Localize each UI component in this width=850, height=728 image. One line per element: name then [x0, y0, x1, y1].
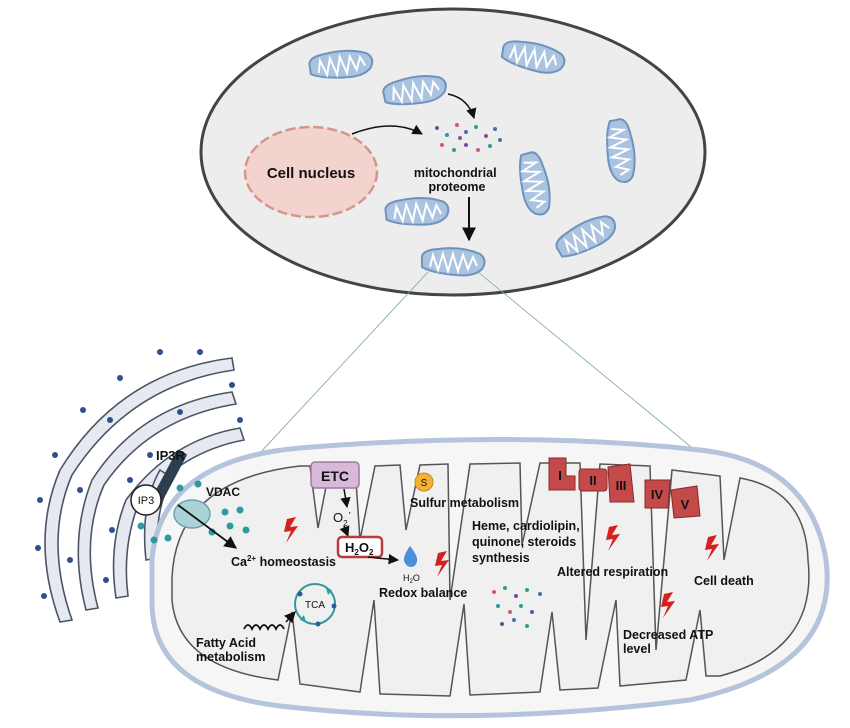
tca-cycle: TCA [294, 583, 337, 627]
ribosome-dots [35, 349, 243, 599]
ip3-receptor-region: IP3R IP3 VDAC Ca2+ homeostasis [130, 448, 336, 569]
arrow-icon [284, 611, 296, 624]
altered-respiration-label: Altered respiration [557, 565, 668, 579]
h2o2-label: H2O2 [345, 540, 374, 557]
complex-i: I [548, 457, 576, 491]
arrow-icon [367, 553, 400, 565]
arrow-icon [351, 124, 423, 135]
ip3-molecule [130, 484, 162, 516]
etc-label: ETC [321, 468, 349, 484]
inner-membrane-cristae [171, 462, 810, 697]
complex-iii: III [607, 463, 635, 503]
calcium-ions [137, 480, 250, 544]
fatty-acid-metabolism-label: Fatty Acid metabolism [196, 636, 265, 664]
cell-death-label: Cell death [694, 574, 754, 588]
h2o-label: H2O [403, 573, 420, 585]
mitochondrion-zoom [149, 436, 830, 719]
svg-text:III: III [616, 478, 627, 493]
sulfur-icon [414, 472, 434, 492]
decreased-atp-label: Decreased ATP level [623, 628, 717, 656]
vdac-label: VDAC [206, 485, 240, 499]
mitochondrion-icon [420, 247, 486, 277]
nucleus-label: Cell nucleus [267, 165, 355, 182]
superoxide-label: O2· [333, 505, 352, 528]
ip3-label: IP3 [138, 495, 155, 507]
sulfur-metabolism-label: Sulfur metabolism [410, 496, 519, 510]
tca-label: TCA [305, 600, 325, 611]
svg-text:II: II [589, 473, 596, 488]
etc-box [310, 461, 360, 489]
arrow-icon [447, 93, 477, 120]
complex-ii: II [578, 468, 608, 492]
arrow-icon [339, 525, 350, 537]
respiratory-complexes: I II III IV V [548, 457, 701, 519]
complex-v: V [670, 485, 701, 519]
svg-text:V: V [681, 497, 690, 512]
biosynthesis-dots [492, 586, 542, 628]
etc-redox-group: ETC O2· H2O2 H2O Redox balance [310, 461, 467, 600]
fatty-acid-chain-icon [243, 624, 285, 632]
arrow-icon [340, 488, 351, 509]
water-drop-icon [403, 546, 418, 567]
proteome-dots [435, 123, 502, 152]
zoom-line [245, 271, 429, 469]
svg-text:IV: IV [651, 487, 664, 502]
ip3r-label: IP3R [156, 448, 186, 463]
sulfur-icon-label: S [421, 478, 428, 489]
heme-synthesis-label: Heme, cardiolipin, quinone, steroids syn… [472, 519, 583, 565]
arrow-icon [177, 504, 238, 549]
complex-iv: IV [644, 479, 671, 509]
svg-text:I: I [558, 468, 562, 483]
ca-homeostasis-label: Ca2+ homeostasis [231, 554, 336, 569]
redox-balance-label: Redox balance [379, 586, 467, 600]
cell-nucleus [243, 125, 379, 219]
cell-membrane [199, 7, 707, 297]
cell: Cell nucleus mitochondrial proteome [199, 7, 707, 297]
h2o2-box [336, 535, 384, 559]
proteome-label: mitochondrial proteome [414, 166, 500, 194]
